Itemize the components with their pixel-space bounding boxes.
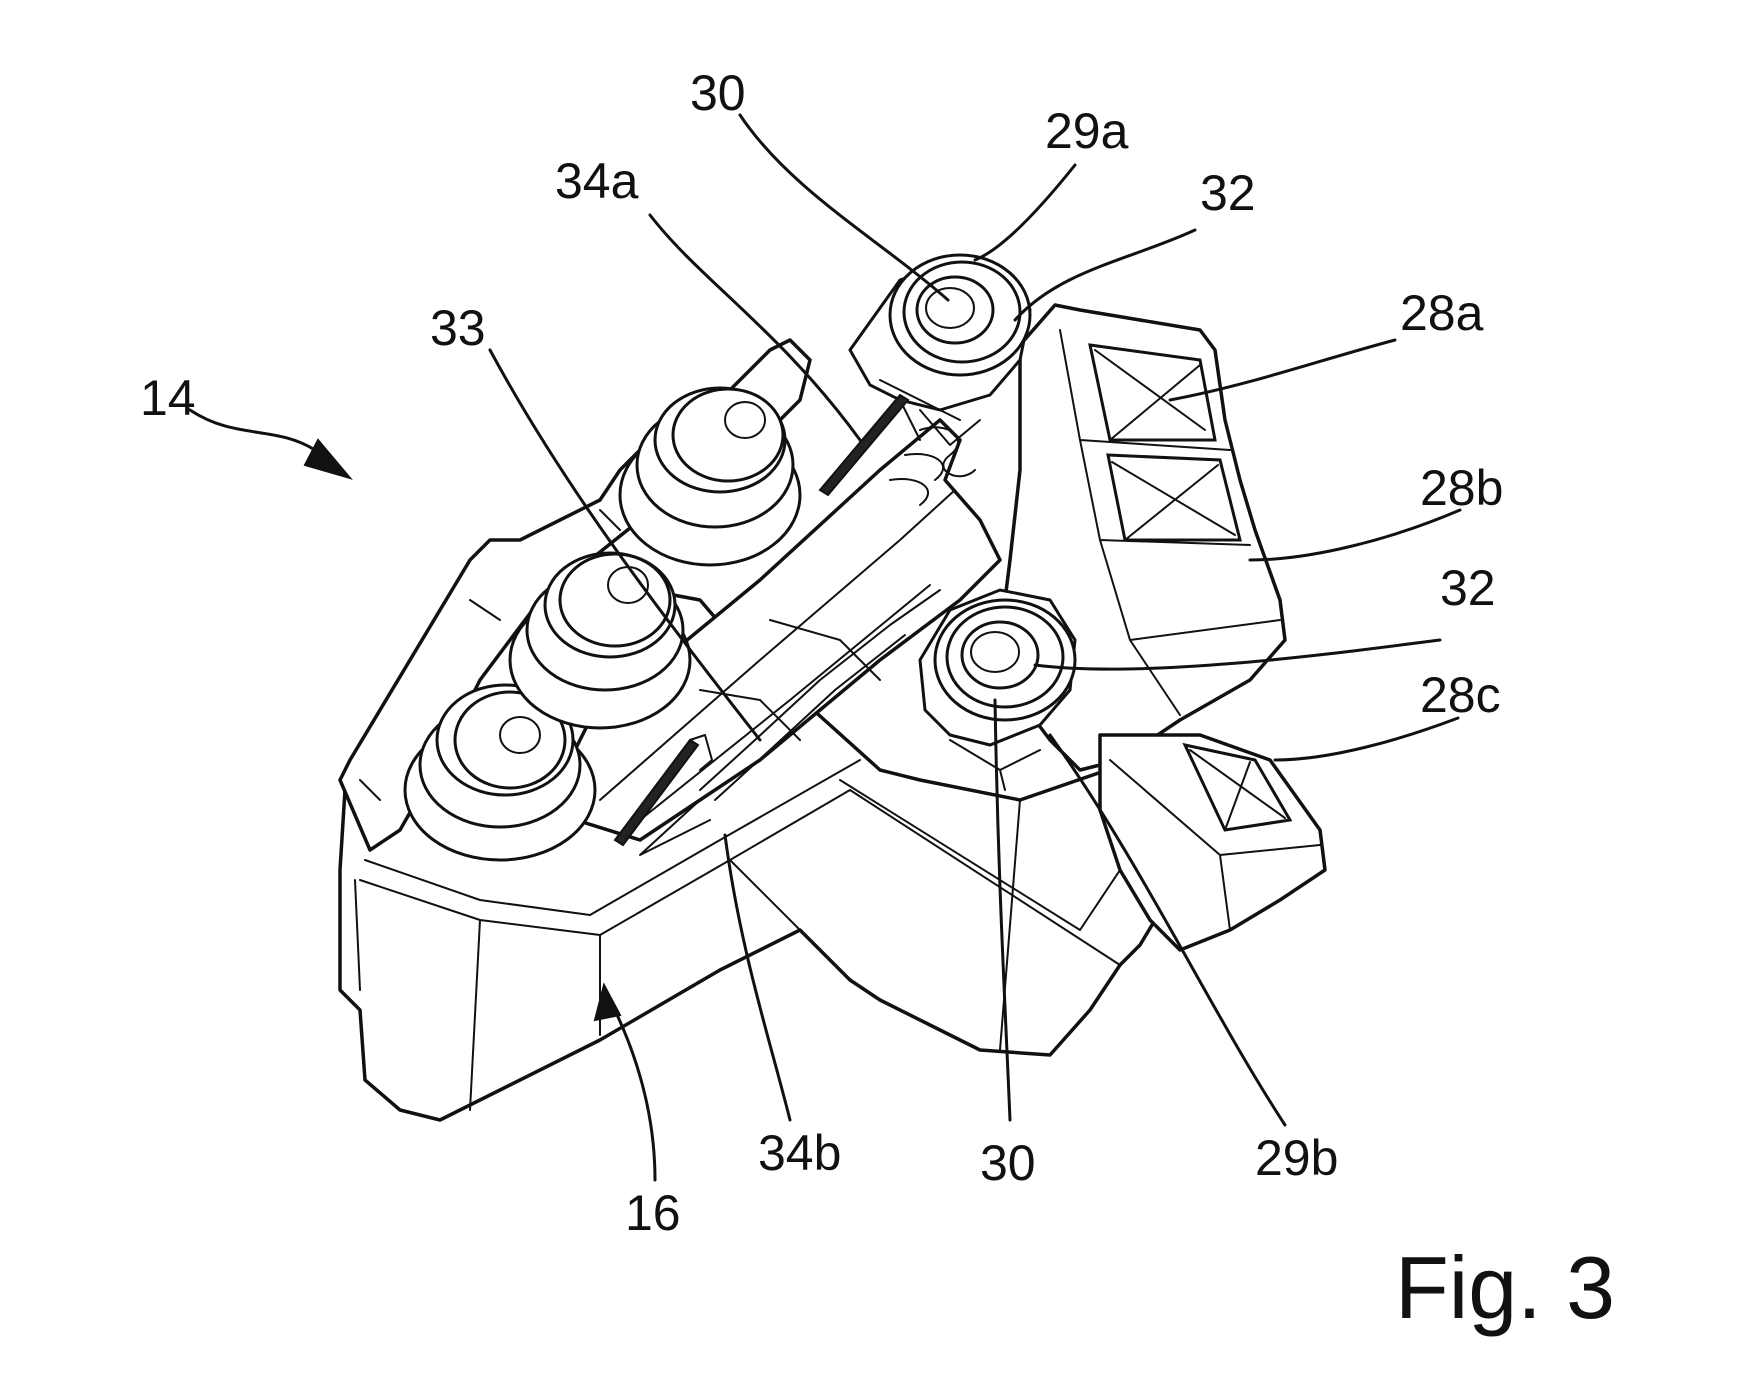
leader-29b: [1048, 733, 1287, 1127]
device-drawing: [338, 253, 1327, 1122]
contact-strip-34b: [613, 738, 700, 847]
leader-32-mid: [1033, 638, 1442, 671]
push-button-3: [618, 386, 802, 567]
leader-34a: [648, 213, 862, 442]
leader-14-arrow: [303, 438, 353, 480]
label-30-top: 30: [690, 65, 746, 121]
button-housing-step: [359, 439, 721, 801]
contact-29b: [918, 588, 1077, 791]
terminal-section-28b-diag: [1111, 461, 1236, 541]
label-28c: 28c: [1420, 667, 1501, 723]
leader-34b: [723, 833, 792, 1122]
label-28a: 28a: [1400, 285, 1484, 341]
terminal-section-28c-diag: [1189, 749, 1286, 831]
label-33: 33: [430, 300, 486, 356]
label-29a: 29a: [1045, 103, 1129, 159]
contact-element-33: [699, 589, 941, 801]
contact-strip-34b-tab: [639, 734, 713, 856]
push-button-1: [403, 683, 597, 862]
leader-14: [188, 408, 317, 452]
leader-30-bottom: [993, 698, 1012, 1122]
label-34b: 34b: [758, 1125, 841, 1181]
contact-strip-34a: [818, 393, 910, 497]
leader-28c: [1273, 716, 1460, 762]
label-30-bottom: 30: [980, 1135, 1036, 1191]
figure-caption: Fig. 3: [1395, 1238, 1615, 1337]
label-14: 14: [140, 370, 196, 426]
label-34a: 34a: [555, 153, 639, 209]
terminal-block-front: [1059, 329, 1281, 716]
reference-labels: 14 30 29a 34a 32 28a 33 28b 32 28c 34b 3…: [140, 65, 1503, 1241]
label-16: 16: [625, 1185, 681, 1241]
push-button-2: [508, 551, 692, 730]
leader-28b: [1248, 508, 1462, 562]
label-32-top: 32: [1200, 165, 1256, 221]
contact-29a: [848, 253, 1032, 446]
label-32-mid: 32: [1440, 560, 1496, 616]
leader-30-top: [738, 113, 950, 302]
leader-16: [608, 998, 657, 1182]
ramp-ridge: [599, 489, 956, 821]
leader-28a: [1168, 338, 1397, 402]
label-28b: 28b: [1420, 460, 1503, 516]
leader-16-arrow: [593, 982, 622, 1022]
leader-33: [488, 348, 762, 742]
leader-32-top: [1013, 228, 1197, 322]
coil-spring: [889, 426, 976, 506]
leader-lines: [188, 113, 1462, 1182]
terminal-section-28a-diag: [1094, 349, 1206, 441]
terminal-28c-edges: [1109, 759, 1321, 931]
leader-29a: [973, 163, 1077, 262]
base-front-face: [354, 789, 1121, 1111]
label-29b: 29b: [1255, 1130, 1338, 1186]
